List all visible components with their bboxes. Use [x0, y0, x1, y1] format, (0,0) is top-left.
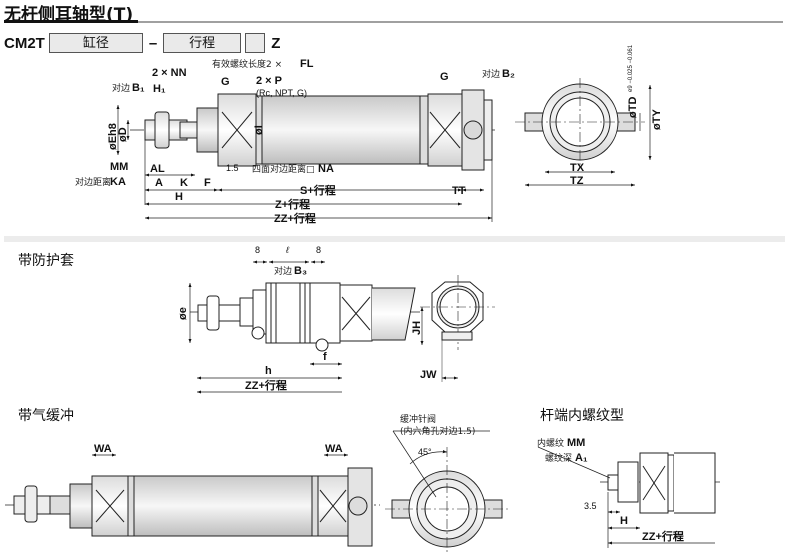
label-mm: MM [110, 161, 128, 173]
label-needle-cn: 缓冲针阀 [400, 413, 436, 425]
label-boot-zz: ZZ+行程 [245, 378, 287, 392]
label-td: øTD [627, 97, 639, 118]
label-mm: MM [567, 437, 585, 449]
label-na: NA [318, 163, 334, 175]
label-k: K [180, 177, 188, 189]
label-e: øEh8 [107, 123, 119, 150]
label-b1-cn: 对边 [112, 82, 130, 94]
label-angle: 45° [418, 447, 432, 457]
label-ty: øTY [651, 109, 663, 130]
label-z-stroke: Z+行程 [275, 197, 310, 211]
option-field [245, 33, 266, 53]
label-1-5: 1.5 [226, 163, 239, 173]
stroke-field: 行程 [163, 33, 242, 53]
label-boot-f: f [323, 351, 327, 363]
label-boot-l: ℓ [285, 245, 289, 255]
head-cover-neck [196, 107, 220, 153]
model-prefix: CM2T [4, 34, 45, 52]
label-g2: G [440, 71, 449, 83]
section-title-female: 杆端内螺纹型 [540, 408, 624, 424]
label-female-zz: ZZ+行程 [642, 529, 684, 543]
label-td-tolerance: e9 −0.025 −0.061 [628, 44, 634, 92]
label-boot-8b: 8 [316, 245, 321, 255]
label-mm-cn: 内螺纹 [537, 437, 564, 449]
label-wa2: WA [325, 443, 343, 455]
label-d: øD [117, 127, 129, 142]
section-title-cushion: 带气缓冲 [18, 408, 74, 424]
label-zz-stroke: ZZ+行程 [274, 211, 316, 225]
label-a1-cn: 螺纹深 [545, 452, 572, 464]
trunnion-pin [463, 120, 483, 140]
section-title-boot: 带防护套 [18, 253, 74, 269]
label-p: 2 × P [256, 75, 282, 87]
title-underline [4, 20, 138, 23]
boot-dimensions [188, 260, 342, 394]
label-wa1: WA [94, 443, 112, 455]
label-h: H [175, 191, 183, 203]
label-b2-cn: 对边 [482, 68, 500, 80]
main-dimensions [116, 105, 493, 222]
label-f: F [204, 177, 211, 189]
label-b1: B₁ [132, 82, 145, 94]
label-jw: JW [420, 369, 437, 381]
label-tx: TX [570, 162, 585, 174]
label-tt: TT [452, 185, 466, 197]
title-rule [138, 21, 783, 23]
label-fl: FL [300, 58, 314, 70]
label-boot-8a: 8 [255, 245, 260, 255]
female-side-view [600, 452, 720, 514]
label-al: AL [150, 163, 165, 175]
label-fl-cn: 有效螺纹长度2 × [212, 58, 282, 70]
label-boot-e: øe [177, 307, 189, 320]
cushion-end-view [385, 430, 510, 552]
label-h1: H₁ [153, 83, 166, 95]
rod-nut [154, 111, 170, 149]
main-side-view [130, 89, 495, 171]
main-end-view [515, 78, 652, 187]
label-3-5: 3.5 [584, 501, 597, 511]
main-labels: 2 × NN 有效螺纹长度2 × FL G 2 × P (Rc, NPT, G)… [75, 58, 515, 225]
label-female-h: H [620, 515, 628, 527]
boot-side-view [190, 282, 420, 352]
label-b3-cn: 对边 [274, 265, 292, 277]
model-code: CM2T 缸径 – 行程 Z [4, 32, 280, 54]
cushion-side-view [5, 467, 380, 547]
model-separator: – [148, 34, 158, 52]
label-na-cn: 四面对边距离□ [252, 163, 315, 175]
label-ka: KA [110, 176, 126, 188]
label-p-types: (Rc, NPT, G) [256, 88, 307, 98]
label-ka-cn: 对边距离 [75, 176, 111, 188]
label-nn: 2 × NN [152, 67, 187, 79]
label-s-stroke: S+行程 [300, 183, 336, 197]
label-a: A [155, 177, 163, 189]
label-jh: JH [411, 321, 423, 335]
boot-bellows [265, 282, 311, 344]
label-b3: B₃ [294, 265, 307, 277]
label-b2: B₂ [502, 68, 515, 80]
model-suffix: Z [271, 34, 281, 52]
label-needle-hex: (内六角孔对边1.5) [400, 425, 475, 437]
label-g1: G [221, 76, 230, 88]
label-a1: A₁ [575, 452, 588, 464]
label-tz: TZ [570, 175, 584, 187]
label-boot-h: h [265, 365, 272, 377]
boot-end-view [420, 275, 495, 382]
section-divider [4, 236, 785, 242]
bore-field: 缸径 [48, 33, 143, 53]
label-i: øI [253, 125, 265, 135]
cylinder-tube [261, 95, 421, 165]
